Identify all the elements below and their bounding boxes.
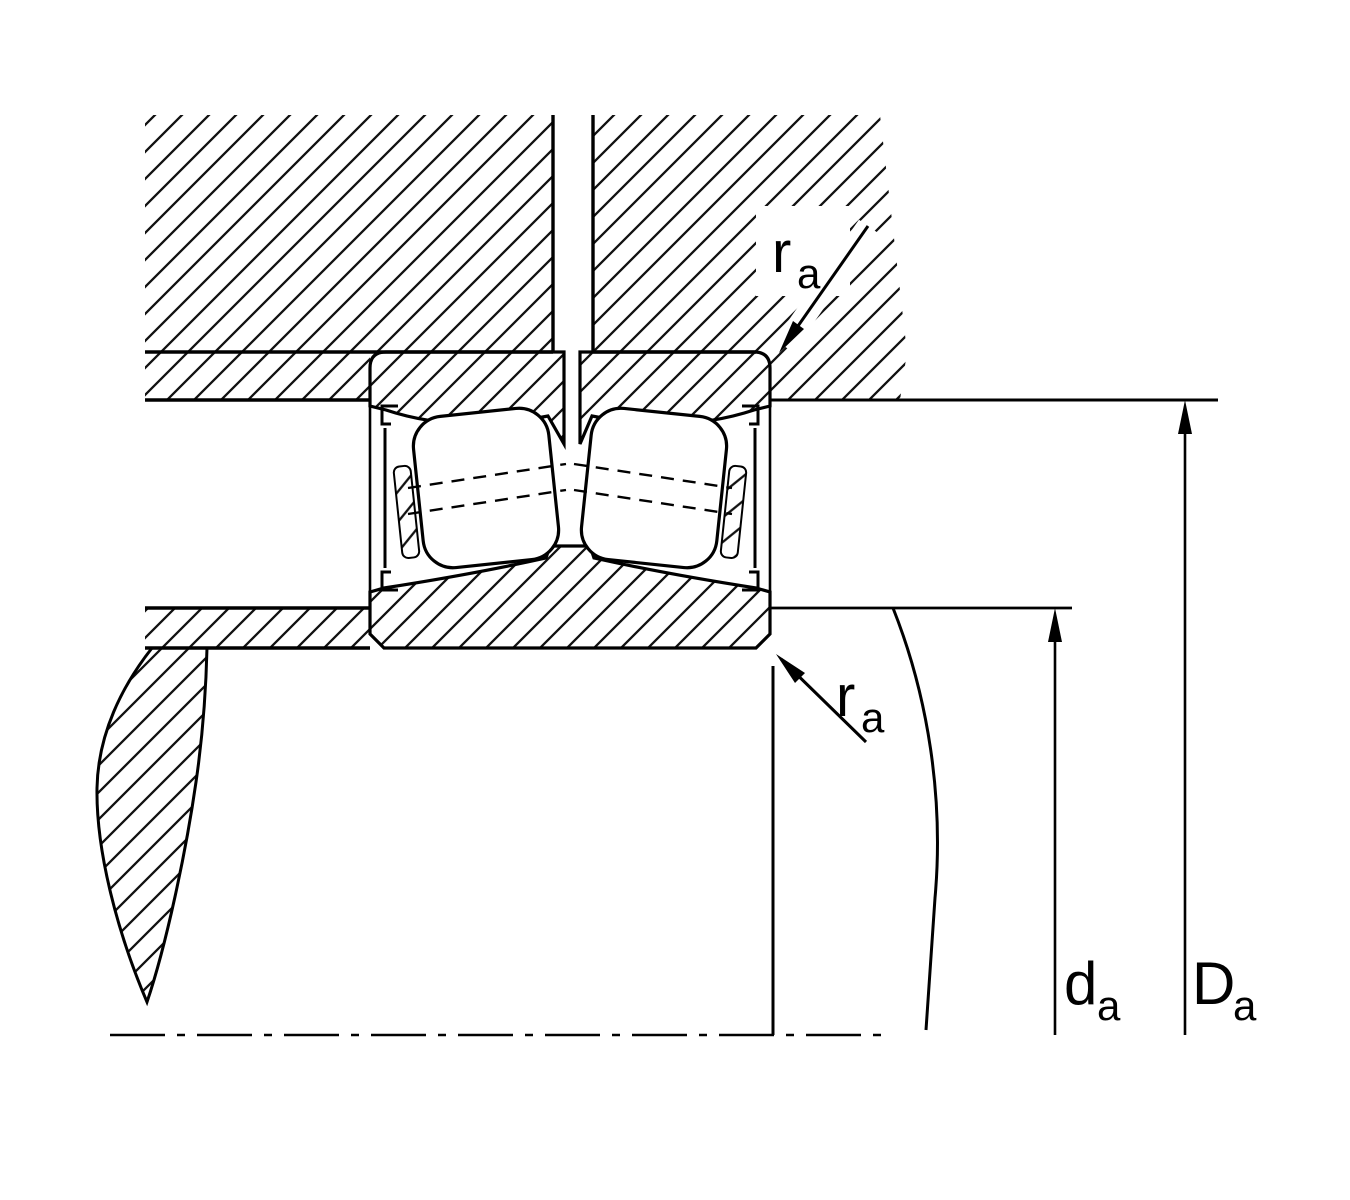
bearing-side-faces	[368, 406, 772, 592]
label-halo	[756, 206, 850, 296]
housing-shoulder-right	[770, 352, 907, 400]
shaft-fillet-subscript: a	[861, 694, 885, 741]
shaft-breakout-section	[95, 646, 209, 1007]
da-subscript: a	[1097, 982, 1121, 1029]
roller-left	[411, 406, 561, 570]
seal-right	[742, 404, 760, 592]
bearing-cross-section	[368, 350, 772, 650]
cage-bar-right	[719, 464, 748, 559]
housing-abutment-dimension: D a	[1178, 400, 1257, 1035]
shaft-section	[95, 606, 1072, 1035]
da-label: d	[1064, 950, 1097, 1017]
shaft-abutment-dimension: d a	[1048, 608, 1121, 1035]
inner-ring	[368, 544, 772, 650]
da-arrowhead	[1048, 608, 1062, 642]
seal-left	[380, 404, 398, 592]
housing-shoulder-left	[145, 352, 370, 400]
shaft-fillet-label: r	[836, 664, 855, 729]
housing-fillet-annotation: r a	[756, 206, 878, 353]
roller-right	[579, 406, 729, 570]
dimension-annotations: r a r a d a D a	[756, 206, 1257, 1035]
shaft-fillet-arrowhead	[776, 654, 805, 683]
shaft-shoulder-left	[145, 608, 370, 648]
housing-fillet-subscript: a	[797, 250, 821, 297]
shaft-fillet-annotation: r a	[776, 654, 885, 744]
housing-fillet-arrowhead	[779, 321, 804, 353]
shaft-break-line	[891, 607, 939, 1031]
Da-label: D	[1192, 950, 1235, 1017]
housing-block-left	[145, 115, 553, 352]
housing-fillet-label: r	[772, 220, 791, 285]
cage-bar-left	[392, 464, 421, 559]
Da-subscript: a	[1233, 982, 1257, 1029]
Da-arrowhead	[1178, 400, 1192, 434]
